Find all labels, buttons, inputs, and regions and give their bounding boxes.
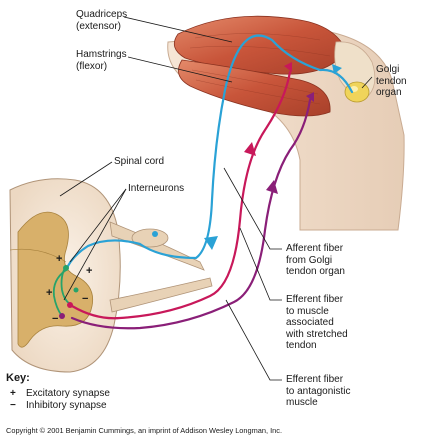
efferent-stretched-end-arrow [284, 62, 292, 72]
synapse-sign-minus-1: − [82, 293, 88, 305]
leader-spinal-cord [59, 161, 113, 197]
key-excitatory-symbol: + [10, 388, 16, 399]
leader-quadriceps [123, 16, 233, 43]
label-hamstrings: Hamstrings (flexor) [76, 49, 127, 72]
synapse-sign-plus-3: + [46, 287, 52, 299]
leg [167, 15, 405, 231]
label-efferent-antagonistic: Efferent fiber to antagonistic muscle [286, 374, 351, 408]
key-inhibitory-symbol: − [10, 400, 16, 411]
leader-lines [59, 16, 373, 381]
synapse-1 [63, 265, 69, 271]
key-excitatory-label: Excitatory synapse [26, 388, 110, 399]
synapse-sign-plus-2: + [86, 265, 92, 277]
hamstring-muscle [178, 59, 331, 117]
label-afferent-fiber: Afferent fiber from Golgi tendon organ [286, 243, 345, 277]
synapse-3 [59, 313, 65, 319]
synapse-signs: + + + − − [46, 253, 92, 325]
label-efferent-stretched: Efferent fiber to muscle associated with… [286, 294, 348, 351]
efferent-fiber-antagonistic [70, 98, 312, 330]
key-inhibitory-label: Inhibitory synapse [26, 400, 107, 411]
dorsal-root-ganglion [131, 228, 169, 248]
interneuron-2 [52, 269, 67, 317]
afferent-arrow [204, 236, 218, 250]
leader-interneuron-a [69, 188, 127, 263]
synapses [59, 265, 79, 319]
label-spinal-cord: Spinal cord [114, 156, 165, 167]
copyright-notice: Copyright © 2001 Benjamin Cummings, an i… [6, 426, 283, 435]
ventral-root [109, 277, 213, 313]
spinal-cord-gray-matter [17, 211, 94, 348]
afferent-fiber [64, 34, 354, 272]
signal-arrows [204, 62, 342, 250]
leader-efferent-stretched [239, 227, 282, 301]
afferent-cell-body [152, 231, 158, 237]
synapse-4 [73, 287, 79, 293]
quadriceps-muscle [173, 15, 347, 75]
leader-golgi [361, 76, 373, 89]
synapse-sign-plus-1: + [56, 253, 62, 265]
leader-afferent [223, 167, 282, 250]
efferent-antagonistic-end-arrow [306, 92, 314, 102]
efferent-stretched-arrow [244, 142, 256, 156]
label-golgi-tendon-organ: Golgi tendon organ [376, 64, 407, 98]
label-interneurons: Interneurons [128, 183, 185, 194]
efferent-antagonistic-arrow [266, 180, 278, 194]
efferent-fiber-stretched [70, 70, 292, 320]
synapse-2 [67, 302, 73, 308]
leader-efferent-antagonistic [225, 299, 282, 381]
leader-hamstrings [127, 56, 233, 83]
key-title: Key: [6, 372, 30, 384]
spinal-cord-section [9, 178, 213, 373]
label-quadriceps: Quadriceps (extensor) [76, 9, 128, 32]
synapse-sign-minus-2: − [52, 313, 58, 325]
leader-interneuron-b [63, 188, 127, 301]
nerve-fibers [52, 34, 354, 330]
afferent-muscle-arrow [332, 64, 342, 74]
